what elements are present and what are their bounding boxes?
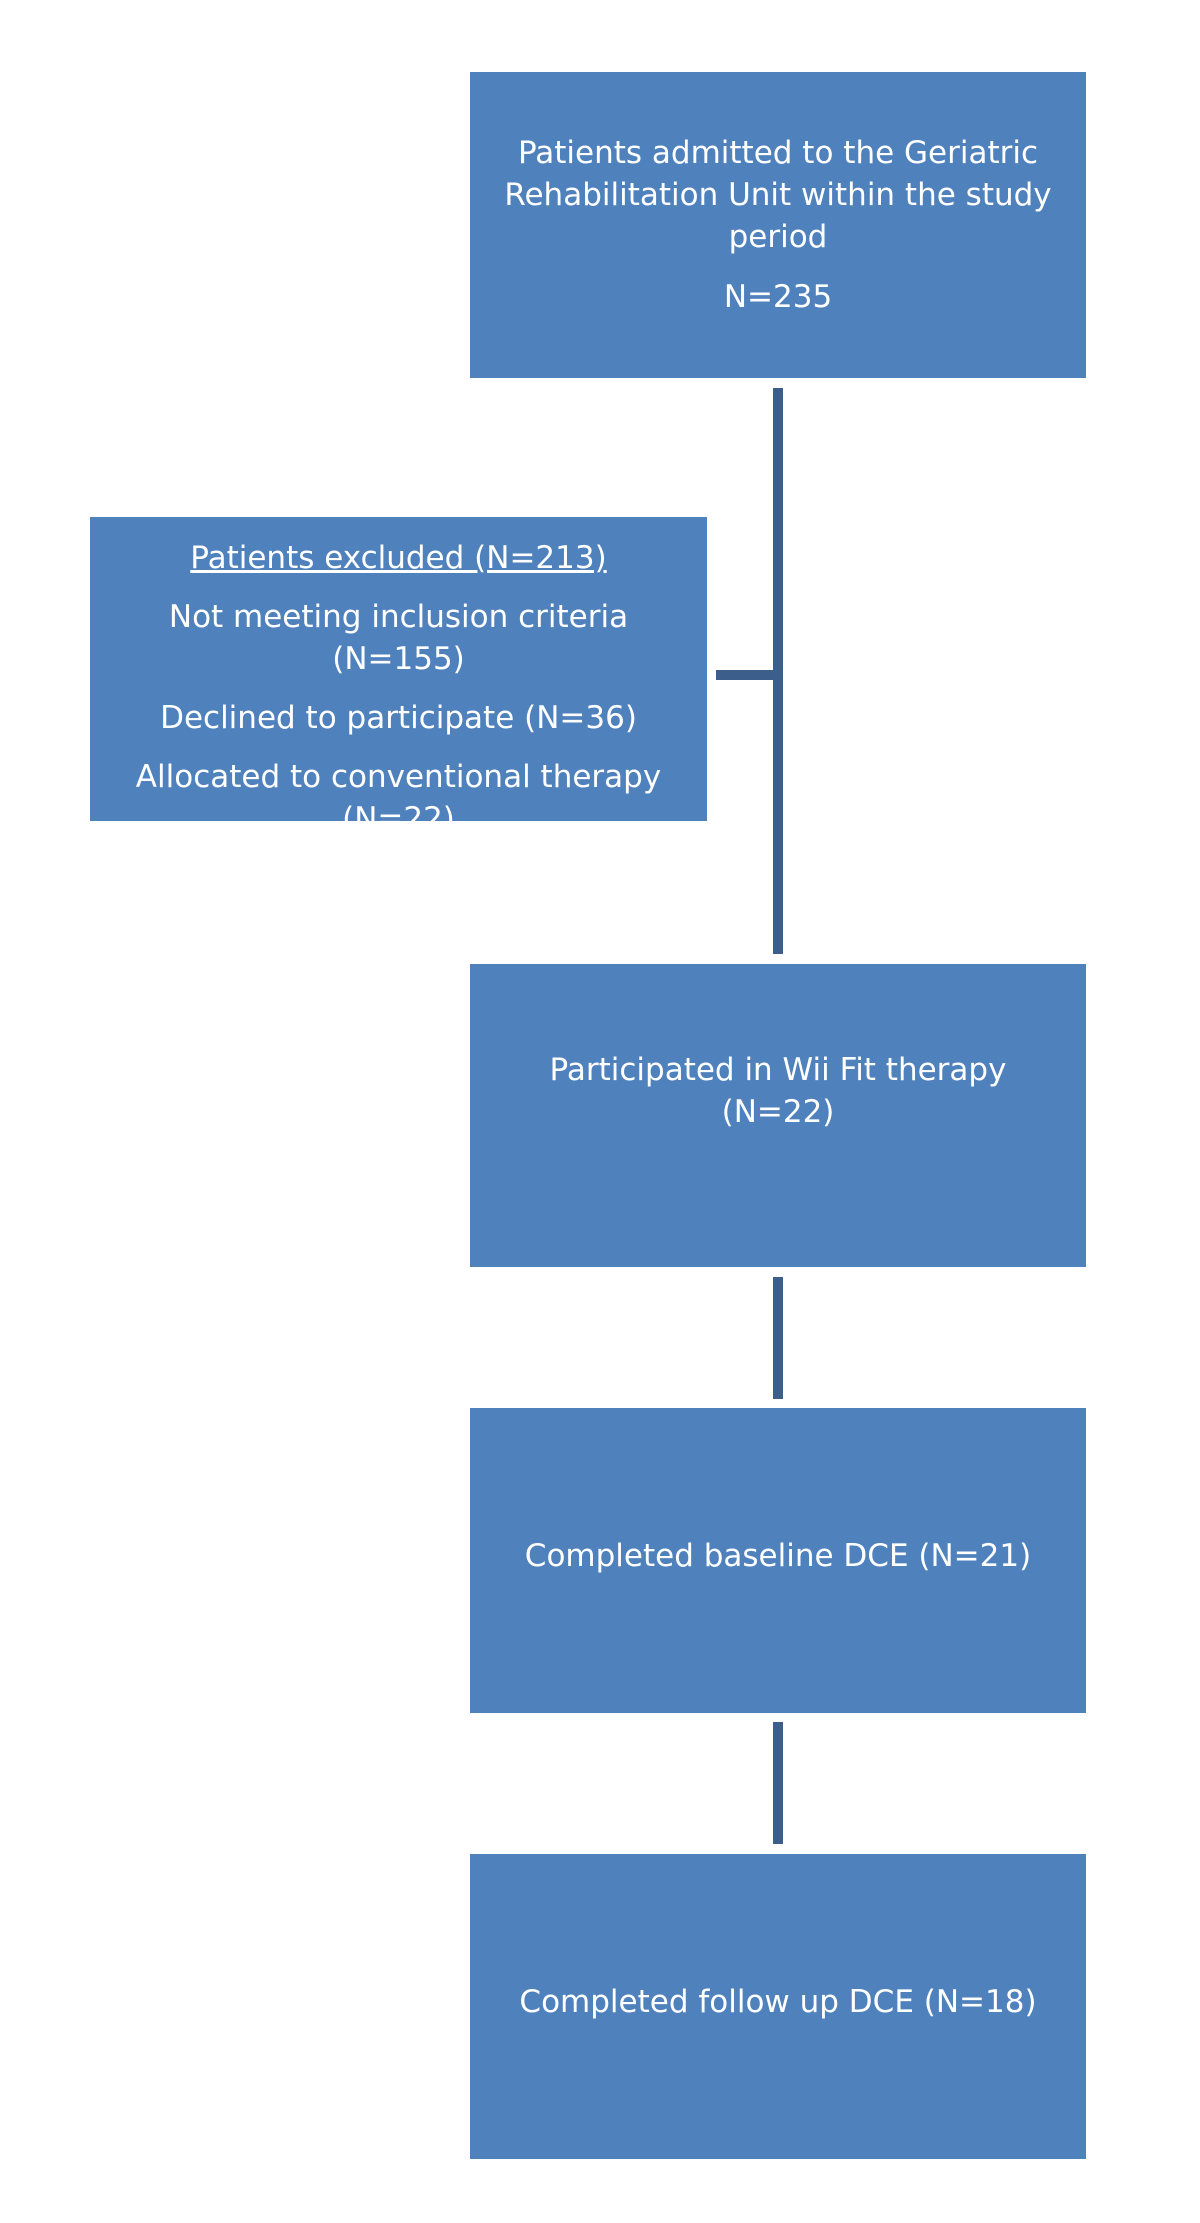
- baseline-to-followup-connector: [773, 1722, 783, 1844]
- admitted-patients-box: Patients admitted to the Geriatric Rehab…: [470, 72, 1086, 378]
- excluded-heading: Patients excluded (N=213): [190, 540, 607, 576]
- excluded-patients-box: Patients excluded (N=213) Not meeting in…: [90, 517, 707, 837]
- admitted-patients-title: Patients admitted to the Geriatric Rehab…: [504, 135, 1052, 255]
- exclusion-branch-line: [716, 670, 778, 680]
- wii-fit-therapy-box: Participated in Wii Fit therapy (N=22): [470, 964, 1086, 1267]
- exclusion-reason: Not meeting inclusion criteria (N=155): [168, 599, 629, 677]
- admitted-patients-count: N=235: [723, 279, 833, 315]
- wii-to-baseline-connector: [773, 1277, 783, 1399]
- followup-dce-box: Completed follow up DCE (N=18): [470, 1854, 1086, 2159]
- followup-dce-label: Completed follow up DCE (N=18): [519, 1983, 1037, 2020]
- baseline-dce-label: Completed baseline DCE (N=21): [524, 1537, 1032, 1574]
- exclusion-reason: Allocated to conventional therapy (N=22): [135, 759, 662, 837]
- wii-fit-therapy-label: Participated in Wii Fit therapy (N=22): [549, 1051, 1007, 1130]
- main-connector-line: [773, 388, 783, 954]
- exclusion-reason: Declined to participate (N=36): [160, 700, 637, 736]
- baseline-dce-box: Completed baseline DCE (N=21): [470, 1408, 1086, 1713]
